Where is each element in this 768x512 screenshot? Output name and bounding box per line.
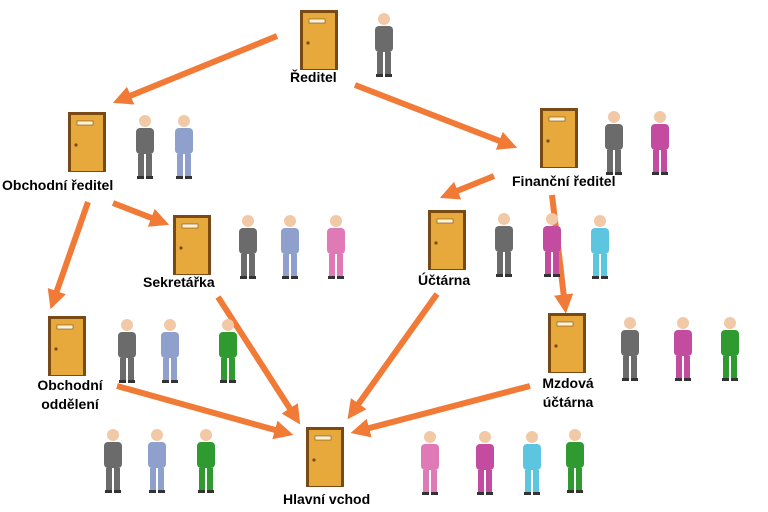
arrow-mzdova-uctarna-to-hlavni-vchod bbox=[350, 383, 531, 438]
arrow-obchodni-reditel-to-obchodni-oddeleni bbox=[47, 201, 91, 310]
arrow-sekretarka-to-hlavni-vchod bbox=[215, 295, 301, 425]
door-obchodni-oddeleni-icon bbox=[48, 316, 86, 376]
door-reditel-icon bbox=[300, 10, 338, 70]
arrow-reditel-to-financni-reditel bbox=[353, 82, 518, 150]
person-icon bbox=[175, 115, 193, 179]
label-hlavni-vchod: Hlavní vchod bbox=[283, 491, 371, 507]
person-icon bbox=[281, 215, 299, 279]
person-icon bbox=[421, 431, 439, 495]
label-mzdova-uctarna-line2: účtárna bbox=[542, 394, 594, 410]
person-icon bbox=[591, 215, 609, 279]
doors bbox=[48, 10, 586, 487]
arrow-obchodni-oddeleni-to-hlavni-vchod bbox=[116, 383, 294, 440]
person-icon bbox=[621, 317, 639, 381]
person-icon bbox=[136, 115, 154, 179]
label-obchodni-reditel: Obchodní ředitel bbox=[2, 177, 114, 193]
door-mzdova-uctarna-icon bbox=[548, 313, 586, 373]
arrow-uctarna-to-hlavni-vchod bbox=[347, 292, 440, 420]
door-hlavni-vchod-icon bbox=[306, 427, 344, 487]
person-icon bbox=[651, 111, 669, 175]
person-icon bbox=[543, 213, 561, 277]
label-mzdova-uctarna-line1: Mzdová bbox=[542, 375, 594, 391]
person-icon bbox=[148, 429, 166, 493]
person-icon bbox=[239, 215, 257, 279]
door-sekretarka-icon bbox=[173, 215, 211, 275]
label-obchodni-oddeleni-line2: oddělení bbox=[41, 396, 99, 412]
person-icon bbox=[161, 319, 179, 383]
arrow-obchodni-reditel-to-sekretarka bbox=[111, 200, 170, 227]
person-icon bbox=[327, 215, 345, 279]
label-uctarna: Účtárna bbox=[418, 272, 471, 288]
label-obchodni-oddeleni-line1: Obchodní bbox=[37, 377, 103, 393]
person-icon bbox=[605, 111, 623, 175]
label-sekretarka: Sekretářka bbox=[143, 274, 215, 290]
door-uctarna-icon bbox=[428, 210, 466, 270]
label-financni-reditel: Finanční ředitel bbox=[512, 173, 616, 189]
person-icon bbox=[495, 213, 513, 277]
person-icon bbox=[375, 13, 393, 77]
person-icon bbox=[674, 317, 692, 381]
label-reditel: Ředitel bbox=[290, 69, 337, 85]
door-obchodni-reditel-icon bbox=[68, 112, 106, 172]
arrow-reditel-to-obchodni-reditel bbox=[112, 33, 279, 105]
label-obchodni-oddeleni: Obchodní oddělení bbox=[24, 376, 116, 414]
person-icon bbox=[476, 431, 494, 495]
person-icon bbox=[197, 429, 215, 493]
arrow-financni-reditel-to-uctarna bbox=[439, 173, 496, 200]
person-icon bbox=[721, 317, 739, 381]
person-icon bbox=[566, 429, 584, 493]
people bbox=[104, 13, 739, 495]
person-icon bbox=[523, 431, 541, 495]
person-icon bbox=[118, 319, 136, 383]
person-icon bbox=[219, 319, 237, 383]
door-financni-reditel-icon bbox=[540, 108, 578, 168]
person-icon bbox=[104, 429, 122, 493]
label-mzdova-uctarna: Mzdová účtárna bbox=[528, 374, 608, 412]
